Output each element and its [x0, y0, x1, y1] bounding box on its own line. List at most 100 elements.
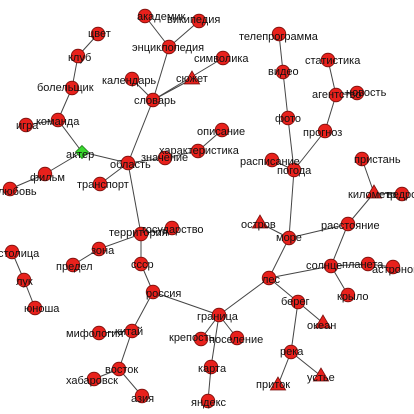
node-slovar [145, 92, 161, 108]
node-label-planeta: планета [342, 259, 384, 271]
node-gosudarstvo [164, 220, 180, 236]
edge-granitsa-karta [210, 314, 220, 368]
node-pristan [354, 151, 370, 167]
node-foto [280, 110, 296, 126]
node-okean [314, 314, 332, 329]
node-bolelshchik [64, 80, 80, 96]
node-vedro [394, 186, 410, 202]
edge-les-solntse [268, 265, 332, 279]
node-label-akademik: академик [137, 11, 186, 23]
edge-granitsa-les [218, 277, 270, 316]
node-predel [65, 257, 81, 273]
node-label-les: лес [262, 274, 281, 286]
node-label-astronom: астроном [372, 264, 414, 276]
node-uste [312, 367, 330, 382]
node-label-statistika: статистика [305, 55, 361, 67]
node-label-opisanie: описание [197, 126, 245, 138]
node-label-agentstvo: агентство [312, 89, 361, 101]
node-label-kilometr: километр [348, 189, 396, 201]
node-label-vikipediya: википедия [167, 14, 220, 26]
node-label-rossiya: россия [146, 288, 181, 300]
edge-pogoda-prognoz [293, 130, 326, 171]
node-planeta [360, 256, 376, 272]
edge-slovar-oblast [127, 99, 154, 164]
node-label-komanda: команда [36, 116, 80, 128]
node-stolitsa [4, 244, 20, 260]
node-video [275, 64, 291, 80]
node-label-oblast: область [110, 159, 151, 171]
node-luk [16, 272, 32, 288]
node-label-territoriya: территория [109, 227, 168, 239]
node-label-okean: океан [307, 320, 336, 332]
node-label-sssr: ссср [131, 259, 154, 271]
labels-layer: академиквикипедияэнциклопедиясимволикака… [0, 11, 414, 409]
node-label-poselenie: поселение [209, 334, 263, 346]
edge-entsiklopediya-slovar [152, 46, 170, 101]
node-label-uste: устье [307, 372, 335, 384]
node-label-syuzhet: сюжет [176, 73, 208, 85]
edge-foto-video [282, 71, 289, 119]
node-rossiya [145, 284, 161, 300]
node-akademik [137, 8, 153, 24]
edge-aktyor-oblast [81, 151, 129, 164]
node-label-slovar: словарь [134, 95, 176, 107]
node-khabarovsk [86, 371, 102, 387]
edge-more-pogoda [288, 169, 295, 239]
node-more [281, 230, 297, 246]
node-prognoz [317, 123, 333, 139]
node-label-simvolika: символика [194, 53, 249, 65]
node-transport [92, 176, 108, 192]
node-bereg [290, 294, 306, 310]
node-label-more: море [276, 232, 302, 244]
node-syuzhet [183, 70, 201, 85]
node-vostok [111, 361, 127, 377]
node-simvolika [215, 50, 231, 66]
edge-more-rasstoyanie [288, 223, 349, 239]
node-pogoda [286, 162, 302, 178]
node-label-raspisanie: расписание [240, 156, 300, 168]
node-label-bereg: берег [281, 296, 310, 308]
node-kharakteristika [190, 143, 206, 159]
node-tsvet [90, 26, 106, 42]
node-krepost [193, 331, 209, 347]
node-label-transport: транспорт [77, 179, 129, 191]
edge-bereg-reka [290, 301, 299, 353]
node-label-pogoda: погода [277, 165, 312, 177]
node-label-kharakteristika: характеристика [159, 145, 240, 157]
node-label-granitsa: граница [197, 311, 239, 323]
edge-rossiya-granitsa [152, 291, 220, 316]
node-kitay [124, 323, 140, 339]
node-label-krylo: крыло [337, 291, 369, 303]
node-label-klub: клуб [68, 52, 91, 64]
node-granitsa [211, 307, 227, 323]
node-label-khabarovsk: хабаровск [66, 375, 118, 387]
edge-pogoda-foto [287, 117, 295, 171]
node-label-bolelshchik: болельщик [37, 82, 94, 94]
node-label-znachenie: значение [141, 152, 188, 164]
node-label-rasstoyanie: расстояние [321, 220, 380, 232]
node-label-vedro: ведро [387, 189, 414, 201]
node-label-foto: фото [275, 113, 301, 125]
node-lyubov [2, 181, 18, 197]
node-label-prognoz: прогноз [303, 127, 342, 139]
node-pritok [269, 376, 287, 391]
nodes-layer [2, 8, 410, 409]
edge-rasstoyanie-solntse [330, 223, 349, 267]
edge-les-more [268, 237, 290, 279]
node-label-krepost: крепость [169, 332, 215, 344]
node-label-zona: зона [91, 245, 115, 257]
node-igra [18, 117, 34, 133]
edge-oblast-territoriya [127, 162, 142, 235]
node-label-kitay: китай [115, 326, 143, 338]
node-telegramma [271, 26, 287, 42]
node-label-karta: карта [198, 363, 227, 375]
edge-territoriya-zona [98, 233, 142, 250]
node-label-pritok: приток [256, 379, 290, 391]
node-klub [70, 48, 86, 64]
node-label-yandeks: яндекс [191, 397, 227, 409]
node-label-stolitsa: столица [0, 248, 40, 260]
node-label-aziya: азия [131, 393, 154, 405]
node-label-ostrov: остров [241, 219, 276, 231]
node-label-aktyor: актер [66, 149, 94, 161]
node-poselenie [229, 330, 245, 346]
